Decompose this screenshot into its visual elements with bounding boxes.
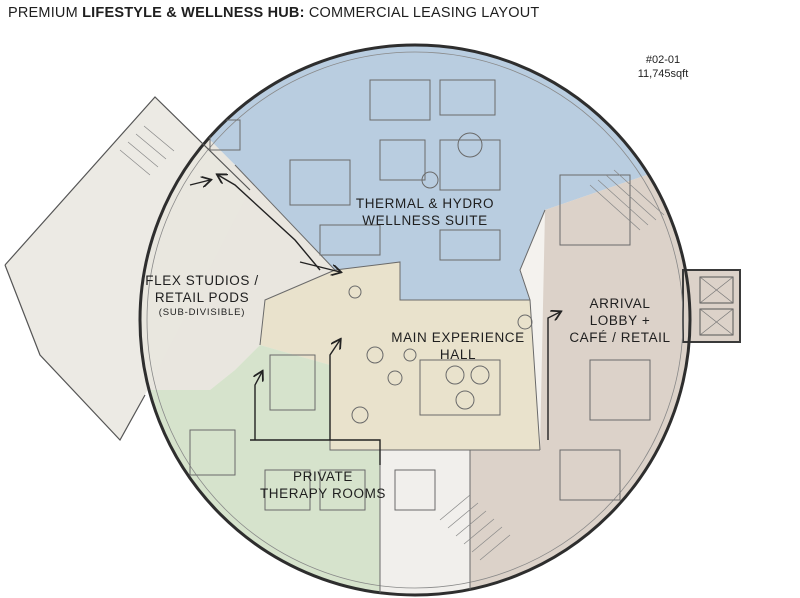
partition-lines [189,79,651,595]
flex-wing [5,97,250,440]
main-line-1: MAIN EXPERIENCE [391,330,525,345]
hall-furniture [348,132,533,424]
therapy-line-1: PRIVATE [293,469,353,484]
thermal-zone-label: THERMAL & HYDRO WELLNESS SUITE [355,195,495,229]
therapy-line-2: THERAPY ROOMS [259,486,387,501]
flex-line-3: (SUB-DIVISIBLE) [158,307,246,318]
unit-area: 11,745sqft [637,68,689,80]
flex-wing-outline-lower [4,264,146,442]
main-hall-label: MAIN EXPERIENCE HALL [388,329,528,363]
arrival-zone-label: ARRIVAL LOBBY + CAFÉ / RETAIL [565,295,675,346]
thermal-line-2: WELLNESS SUITE [362,213,488,228]
arrival-line-1: ARRIVAL [589,296,651,311]
flex-wing-outline [4,96,251,266]
flex-zone-label: FLEX STUDIOS / RETAIL PODS (SUB-DIVISIBL… [142,272,262,320]
arrival-line-2: LOBBY + [589,313,651,328]
flex-line-1: FLEX STUDIOS / [145,273,259,288]
thermal-line-1: THERMAL & HYDRO [355,196,495,211]
unit-number: #02-01 [645,54,681,66]
flex-line-2: RETAIL PODS [154,290,250,305]
main-line-2: HALL [439,347,477,362]
therapy-zone-label: PRIVATE THERAPY ROOMS [258,468,388,502]
outer-wall [138,43,692,597]
unit-info: #02-01 11,745sqft [628,53,698,81]
plan-title: PREMIUM LIFESTYLE & WELLNESS HUB: COMMER… [8,5,539,21]
lift-core [682,269,741,343]
inner-wall [146,51,684,589]
thermal-zone [180,45,690,300]
podium-zone [380,450,470,595]
title-suffix: COMMERCIAL LEASING LAYOUT [304,5,540,21]
stairs [119,125,665,561]
circulation-arrows [189,175,560,465]
arrival-line-3: CAFÉ / RETAIL [569,330,671,345]
title-prefix: PREMIUM [8,5,83,21]
title-bold: LIFESTYLE & WELLNESS HUB: [82,5,305,21]
